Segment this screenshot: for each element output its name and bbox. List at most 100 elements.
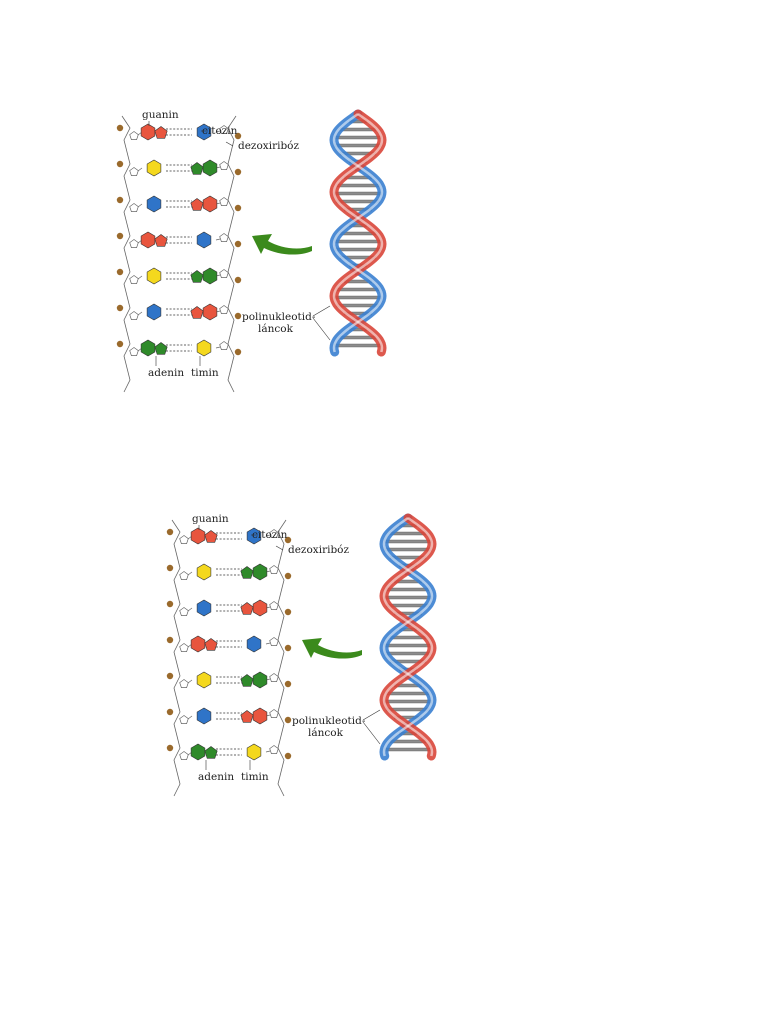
label-polinukleotid: polinukleotid- [292,715,366,727]
base-guanin-right [190,303,218,321]
base-pair-ladder [116,115,242,393]
helix-rung [336,183,380,188]
base-citozin-left [196,707,212,725]
phosphate-dot [116,268,124,276]
base-guanin-right [240,599,268,617]
phosphate-dot [166,600,174,608]
sugar-ring [179,679,189,688]
sugar-ring [179,607,189,616]
helix-rung [334,135,382,140]
label-polinukleotid: polinukleotid- [242,311,316,323]
helix-rung [384,547,432,552]
label-citozin: citozin [252,529,288,541]
sugar-ring [129,347,139,356]
sugar-ring [129,275,139,284]
base-adenin-right [190,159,218,177]
sugar-ring [129,203,139,212]
base-adenin-right [240,671,268,689]
left-backbone [171,519,181,797]
sugar-ring [129,311,139,320]
sugar-ring [179,715,189,724]
sugar-ring [179,643,189,652]
sugar-ring [219,197,229,206]
base-adenin-left [190,743,218,761]
sugar-ring [269,529,279,538]
base-citozin-right [246,635,262,653]
helix-rung [336,287,380,292]
sugar-ring [269,745,279,754]
helix-rung [333,295,383,300]
sugar-ring [129,131,139,140]
base-adenin-right [240,563,268,581]
sugar-ring [269,637,279,646]
phosphate-dot [234,132,242,140]
base-guanin-left [190,635,218,653]
sugar-ring [179,571,189,580]
helix-rung [334,343,382,348]
base-citozin-left [146,195,162,213]
helix-rung [334,239,382,244]
sugar-ring [219,125,229,134]
sugar-ring [219,233,229,242]
label-lancok: láncok [258,323,294,335]
sugar-ring [269,709,279,718]
helix-rung [386,587,430,592]
phosphate-dot [166,708,174,716]
helix-rung [334,247,382,252]
base-timin-right [196,339,212,357]
phosphate-dot [284,680,292,688]
sugar-ring [269,601,279,610]
base-guanin-left [190,527,218,545]
helix-rung [383,595,433,600]
helix-rung [334,143,382,148]
phosphate-dot [234,276,242,284]
label-guanin: guanin [142,109,179,121]
phosphate-dot [284,536,292,544]
label-citozin: citozin [202,125,238,137]
sugar-ring [219,161,229,170]
sugar-ring [179,751,189,760]
phosphate-dot [284,644,292,652]
label-lancok: láncok [308,727,344,739]
sugar-ring [219,305,229,314]
base-citozin-right [196,231,212,249]
sugar-ring [269,673,279,682]
label-guanin: guanin [192,513,229,525]
phosphate-dot [284,608,292,616]
base-timin-left [146,267,162,285]
helix-rung [384,539,432,544]
base-adenin-right [190,267,218,285]
sugar-ring [269,565,279,574]
phosphate-dot [234,204,242,212]
phosphate-dot [116,196,124,204]
label-dezoxiriboz: dezoxiribóz [288,544,349,556]
helix-rung [384,747,432,752]
right-backbone [227,115,237,393]
base-guanin-left [140,231,168,249]
sugar-ring [179,535,189,544]
phosphate-dot [284,752,292,760]
pointer-arrow [302,638,362,659]
double-helix [379,513,437,761]
phosphate-dot [116,304,124,312]
phosphate-dot [284,716,292,724]
label-adenin: adenin [198,771,234,783]
base-timin-left [146,159,162,177]
helix-rung [384,651,432,656]
phosphate-dot [116,160,124,168]
label-timin: timin [191,367,219,379]
base-pair-ladder [166,519,292,797]
double-helix [329,109,387,357]
phosphate-dot [116,232,124,240]
phosphate-dot [234,312,242,320]
phosphate-dot [284,572,292,580]
base-timin-left [196,563,212,581]
label-adenin: adenin [148,367,184,379]
phosphate-dot [166,672,174,680]
base-timin-left [196,671,212,689]
sugar-ring [129,167,139,176]
